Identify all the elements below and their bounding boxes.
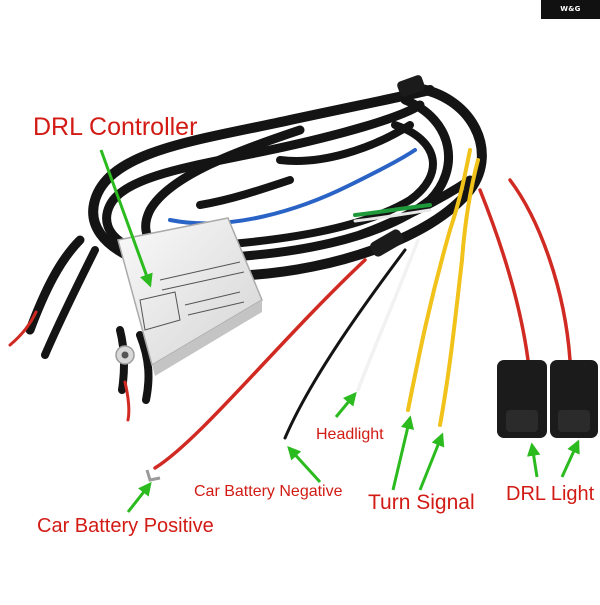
- white-wire-green: [353, 208, 432, 223]
- label-headlight: Headlight: [316, 426, 384, 443]
- white-wire-headlight: [356, 238, 420, 392]
- label-drl-light: DRL Light: [506, 483, 595, 505]
- red-wire-left: [8, 310, 38, 347]
- label-turn-signal: Turn Signal: [368, 491, 475, 514]
- ring-terminal: [145, 469, 161, 482]
- arrow-drl-left: [526, 442, 541, 478]
- green-wire: [353, 203, 432, 217]
- drl-plug-left: [497, 360, 547, 438]
- label-car-battery-positive: Car Battery Positive: [37, 515, 214, 537]
- red-wire-drl: [478, 188, 530, 362]
- arrow-turn-right: [418, 432, 445, 491]
- arrow-drl-controller: [99, 149, 153, 288]
- brand-watermark: W&G: [541, 0, 600, 19]
- inline-connector-top: [397, 75, 425, 97]
- inline-fuse-holder: [370, 229, 404, 257]
- red-wire-positive: [153, 258, 367, 470]
- arrow-turn-left: [391, 415, 415, 491]
- arrow-headlight: [334, 391, 357, 418]
- drl-controller-module: [115, 217, 263, 376]
- arrow-positive: [126, 481, 152, 513]
- arrow-negative: [287, 446, 322, 484]
- red-wire-under: [123, 380, 131, 422]
- yellow-wire-1: [406, 148, 472, 412]
- drl-plug-right: [550, 360, 598, 438]
- label-car-battery-negative: Car Battery Negative: [194, 483, 343, 500]
- red-wire-drl-2: [508, 178, 572, 362]
- yellow-wire-2: [438, 158, 480, 427]
- label-drl-controller: DRL Controller: [33, 113, 198, 141]
- arrow-drl-right: [560, 439, 580, 478]
- black-wire-negative: [283, 248, 407, 440]
